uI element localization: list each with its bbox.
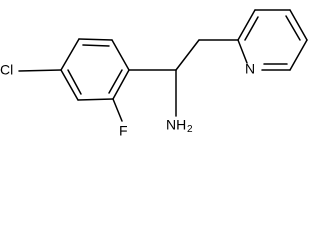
bond-pyridine-3-inner	[285, 15, 301, 41]
bond-benzene-1-inner	[82, 44, 110, 47]
pyridine-ring	[237, 9, 308, 71]
bond-benzene-5	[60, 69, 79, 101]
bond-benzene-4	[77, 98, 114, 101]
benzene-ring	[60, 38, 130, 101]
bond-pyridine-6	[237, 39, 248, 64]
structure-diagram: Cl F N NH 2	[0, 9, 308, 139]
bond-ring-to-fluorine	[112, 98, 123, 122]
bond-benzene-1	[78, 38, 113, 41]
bond-ring-to-chlorine	[18, 69, 62, 72]
bond-pyridine-3	[289, 9, 308, 41]
bond-pyridine-4	[289, 39, 308, 71]
amine-subscript: 2	[187, 124, 193, 135]
amine-label: NH	[166, 117, 186, 133]
bond-pyridine-1-inner	[244, 16, 259, 41]
chlorine-label: Cl	[0, 62, 13, 78]
bond-benzene-3-inner	[108, 69, 123, 94]
fluorine-label: F	[119, 123, 128, 139]
bond-pyridine-1	[237, 9, 256, 41]
bond-ch-to-ch2	[175, 39, 200, 71]
bond-benzene-6	[60, 38, 80, 71]
bond-benzene-3	[112, 69, 130, 100]
pyridine-nitrogen-label: N	[245, 61, 255, 77]
bond-benzene-2	[111, 39, 130, 71]
bond-benzene-5-inner	[67, 69, 82, 95]
